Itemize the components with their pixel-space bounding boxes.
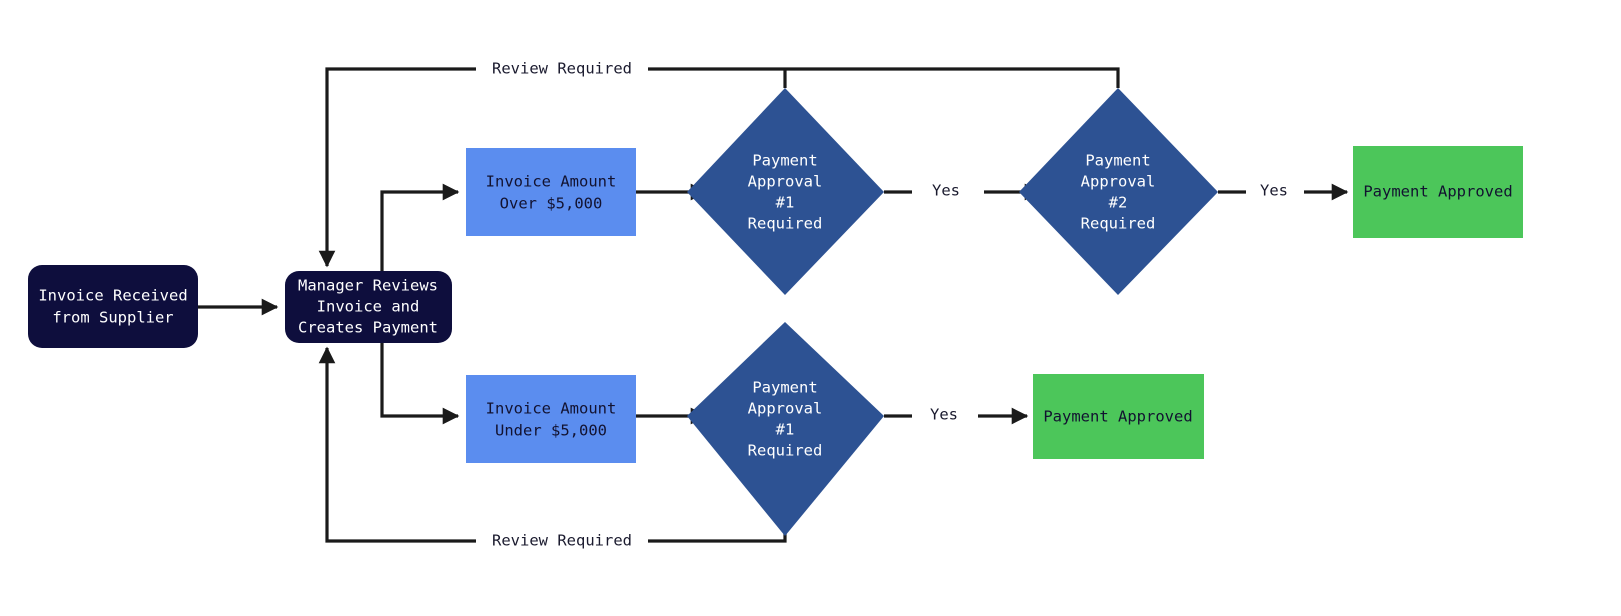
edge-label-review-required-top: Review Required: [492, 60, 632, 78]
node-payment-approval-1-over[interactable]: Payment Approval #1 Required: [687, 88, 884, 295]
node-payment-approved-top[interactable]: Payment Approved: [1353, 146, 1523, 238]
edge-label-review-required-bottom: Review Required: [492, 532, 632, 550]
node-payment-approved-bottom-label: Payment Approved: [1043, 408, 1192, 426]
node-manager-reviews-line-3: Creates Payment: [298, 319, 438, 337]
node-payment-approved-top-label: Payment Approved: [1363, 183, 1512, 201]
node-manager-reviews-line-2: Invoice and: [317, 298, 420, 316]
node-invoice-amount-over[interactable]: Invoice Amount Over $5,000: [466, 148, 636, 236]
node-invoice-amount-over-line-1: Invoice Amount: [486, 173, 617, 191]
node-payment-approval-1-over-line-2: Approval: [748, 173, 823, 191]
edge-manager-to-under: [380, 342, 460, 425]
node-payment-approval-2-line-2: Approval: [1081, 173, 1156, 191]
edge-review-required-bottom-right: [648, 522, 787, 543]
edge-review-required-bottom-left: [318, 346, 476, 543]
node-invoice-received[interactable]: Invoice Received from Supplier: [28, 265, 198, 348]
node-payment-approval-1-over-line-3: #1: [776, 194, 795, 212]
node-payment-approval-1-under[interactable]: Payment Approval #1 Required: [687, 322, 884, 536]
node-payment-approval-1-over-line-4: Required: [748, 215, 823, 233]
node-payment-approval-2-line-3: #2: [1109, 194, 1128, 212]
node-invoice-amount-under[interactable]: Invoice Amount Under $5,000: [466, 375, 636, 463]
edge-label-yes-approval1-lower: Yes: [930, 406, 958, 424]
node-invoice-received-line-1: Invoice Received: [38, 287, 187, 305]
edge-manager-to-over: [380, 183, 460, 272]
node-invoice-amount-under-line-1: Invoice Amount: [486, 400, 617, 418]
node-payment-approval-1-under-line-1: Payment: [752, 379, 817, 397]
node-manager-reviews[interactable]: Manager Reviews Invoice and Creates Paym…: [285, 271, 452, 343]
node-invoice-received-line-2: from Supplier: [52, 309, 173, 327]
node-payment-approval-1-under-line-2: Approval: [748, 400, 823, 418]
node-payment-approval-2-line-4: Required: [1081, 215, 1156, 233]
node-payment-approval-1-under-line-4: Required: [748, 442, 823, 460]
node-payment-approved-bottom[interactable]: Payment Approved: [1033, 374, 1204, 459]
edge-review-required-top-right: [648, 67, 1120, 88]
edge-label-yes-approval1: Yes: [932, 182, 960, 200]
node-payment-approval-2-line-1: Payment: [1085, 152, 1150, 170]
node-payment-approval-2[interactable]: Payment Approval #2 Required: [1019, 88, 1218, 295]
node-payment-approval-1-over-line-1: Payment: [752, 152, 817, 170]
node-invoice-amount-under-line-2: Under $5,000: [495, 422, 607, 440]
node-payment-approval-1-under-line-3: #1: [776, 421, 795, 439]
node-invoice-amount-over-line-2: Over $5,000: [500, 195, 603, 213]
node-manager-reviews-line-1: Manager Reviews: [298, 277, 438, 295]
edge-review-required-top-left: [318, 67, 476, 268]
edge-label-yes-approval2: Yes: [1260, 182, 1288, 200]
